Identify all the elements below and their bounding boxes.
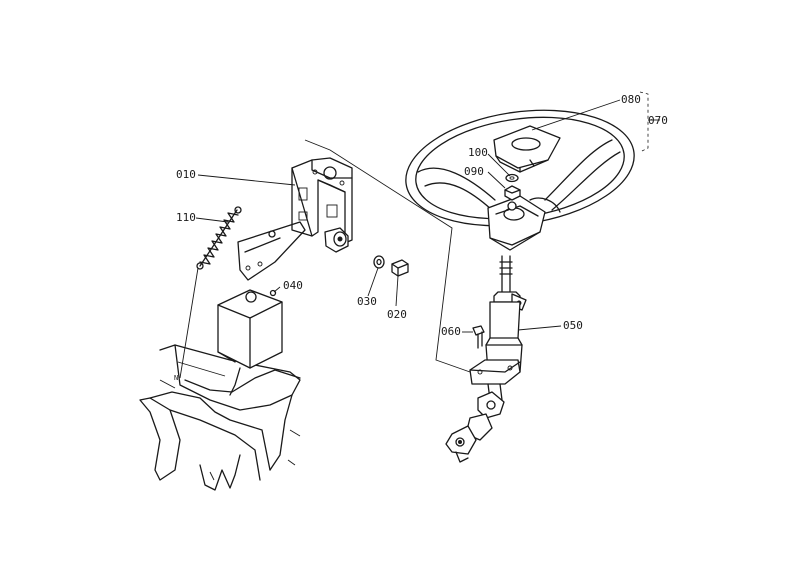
- steering-wheel: [405, 109, 635, 251]
- steering-column: [445, 255, 527, 463]
- bracket-box: [217, 289, 283, 396]
- tractor-frame: N: [139, 344, 301, 491]
- wheel-assembly-bracket: [639, 91, 649, 153]
- callout-030: 030: [357, 295, 377, 308]
- wheel-nut-washer: [504, 173, 521, 201]
- callout-050: 050: [563, 319, 583, 332]
- callout-010: 010: [176, 168, 196, 181]
- callout-060: 060: [441, 325, 461, 338]
- assembly-boundary-line: [304, 139, 471, 373]
- callout-090: 090: [464, 165, 484, 178]
- horn-cap: [493, 125, 561, 173]
- callout-110: 110: [176, 211, 196, 224]
- column-bolt: [472, 325, 485, 349]
- callout-070: 070: [648, 114, 668, 127]
- callout-040: 040: [283, 279, 303, 292]
- callout-020: 020: [387, 308, 407, 321]
- leader-lines: [195, 91, 660, 333]
- callout-080: 080: [621, 93, 641, 106]
- callout-labels: 010 110 040 030 020 080 070 100 090 060 …: [176, 93, 668, 338]
- callout-100: 100: [468, 146, 488, 159]
- return-spring: [179, 206, 242, 379]
- pedal-bracket: [237, 157, 353, 281]
- bracket-fasteners: [269, 255, 409, 297]
- frame-marking: N: [174, 374, 178, 382]
